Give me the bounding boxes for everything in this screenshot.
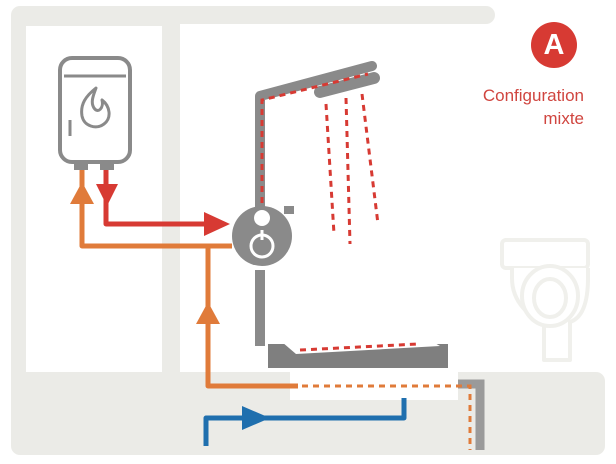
flame-icon <box>80 86 111 129</box>
cold-water-line <box>203 398 407 446</box>
configuration-label: Configuration mixte <box>483 84 584 130</box>
configuration-line-2: mixte <box>543 109 584 128</box>
configuration-badge: A <box>531 22 577 68</box>
drain-icon <box>302 379 485 450</box>
thermostatic-mixer-icon <box>232 206 294 266</box>
mixed-arrow-up-left <box>70 182 94 204</box>
cold-arrow-right <box>242 406 270 430</box>
shower-head-icon <box>255 61 380 245</box>
shower-tray-icon <box>268 338 458 400</box>
configuration-line-1: Configuration <box>482 86 584 105</box>
water-heater-icon <box>58 56 132 170</box>
hot-arrow-down <box>96 184 118 206</box>
hot-arrow-right <box>204 212 230 236</box>
mixed-arrow-up-middle <box>196 302 220 324</box>
toilet-icon <box>500 238 590 362</box>
